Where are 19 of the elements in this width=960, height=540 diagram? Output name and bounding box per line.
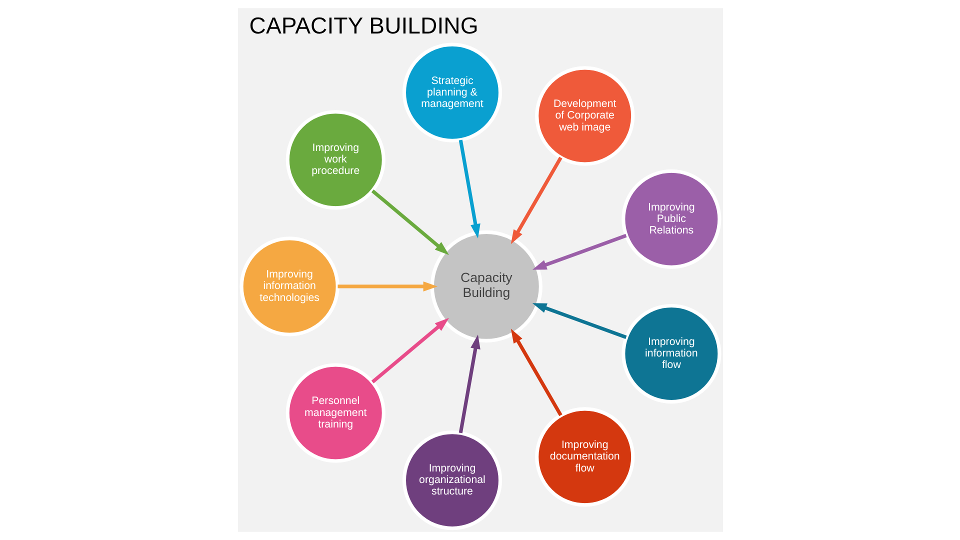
node-circle: Improving information flow — [621, 304, 721, 404]
node-circle: Development of Corporate web image — [534, 66, 634, 166]
node-circle: Improving Public Relations — [621, 169, 721, 269]
node-circle: Improving documentation flow — [534, 407, 634, 507]
node-circle: Strategic planning & management — [402, 42, 502, 142]
node-circle: Personnel management training — [285, 363, 385, 463]
arrow — [510, 328, 562, 416]
arrow — [458, 140, 480, 238]
arrow — [532, 234, 626, 270]
arrow — [458, 334, 480, 434]
node-circle: Improving information technologies — [239, 236, 339, 336]
node-circle: Improving work procedure — [285, 110, 385, 210]
arrow — [532, 303, 626, 339]
node-circle: Improving organizational structure — [402, 430, 502, 530]
arrow — [510, 156, 562, 244]
diagram-title: CAPACITY BUILDING — [248, 12, 478, 39]
arrow — [370, 318, 448, 384]
arrow — [370, 190, 448, 256]
arrow — [337, 281, 438, 292]
